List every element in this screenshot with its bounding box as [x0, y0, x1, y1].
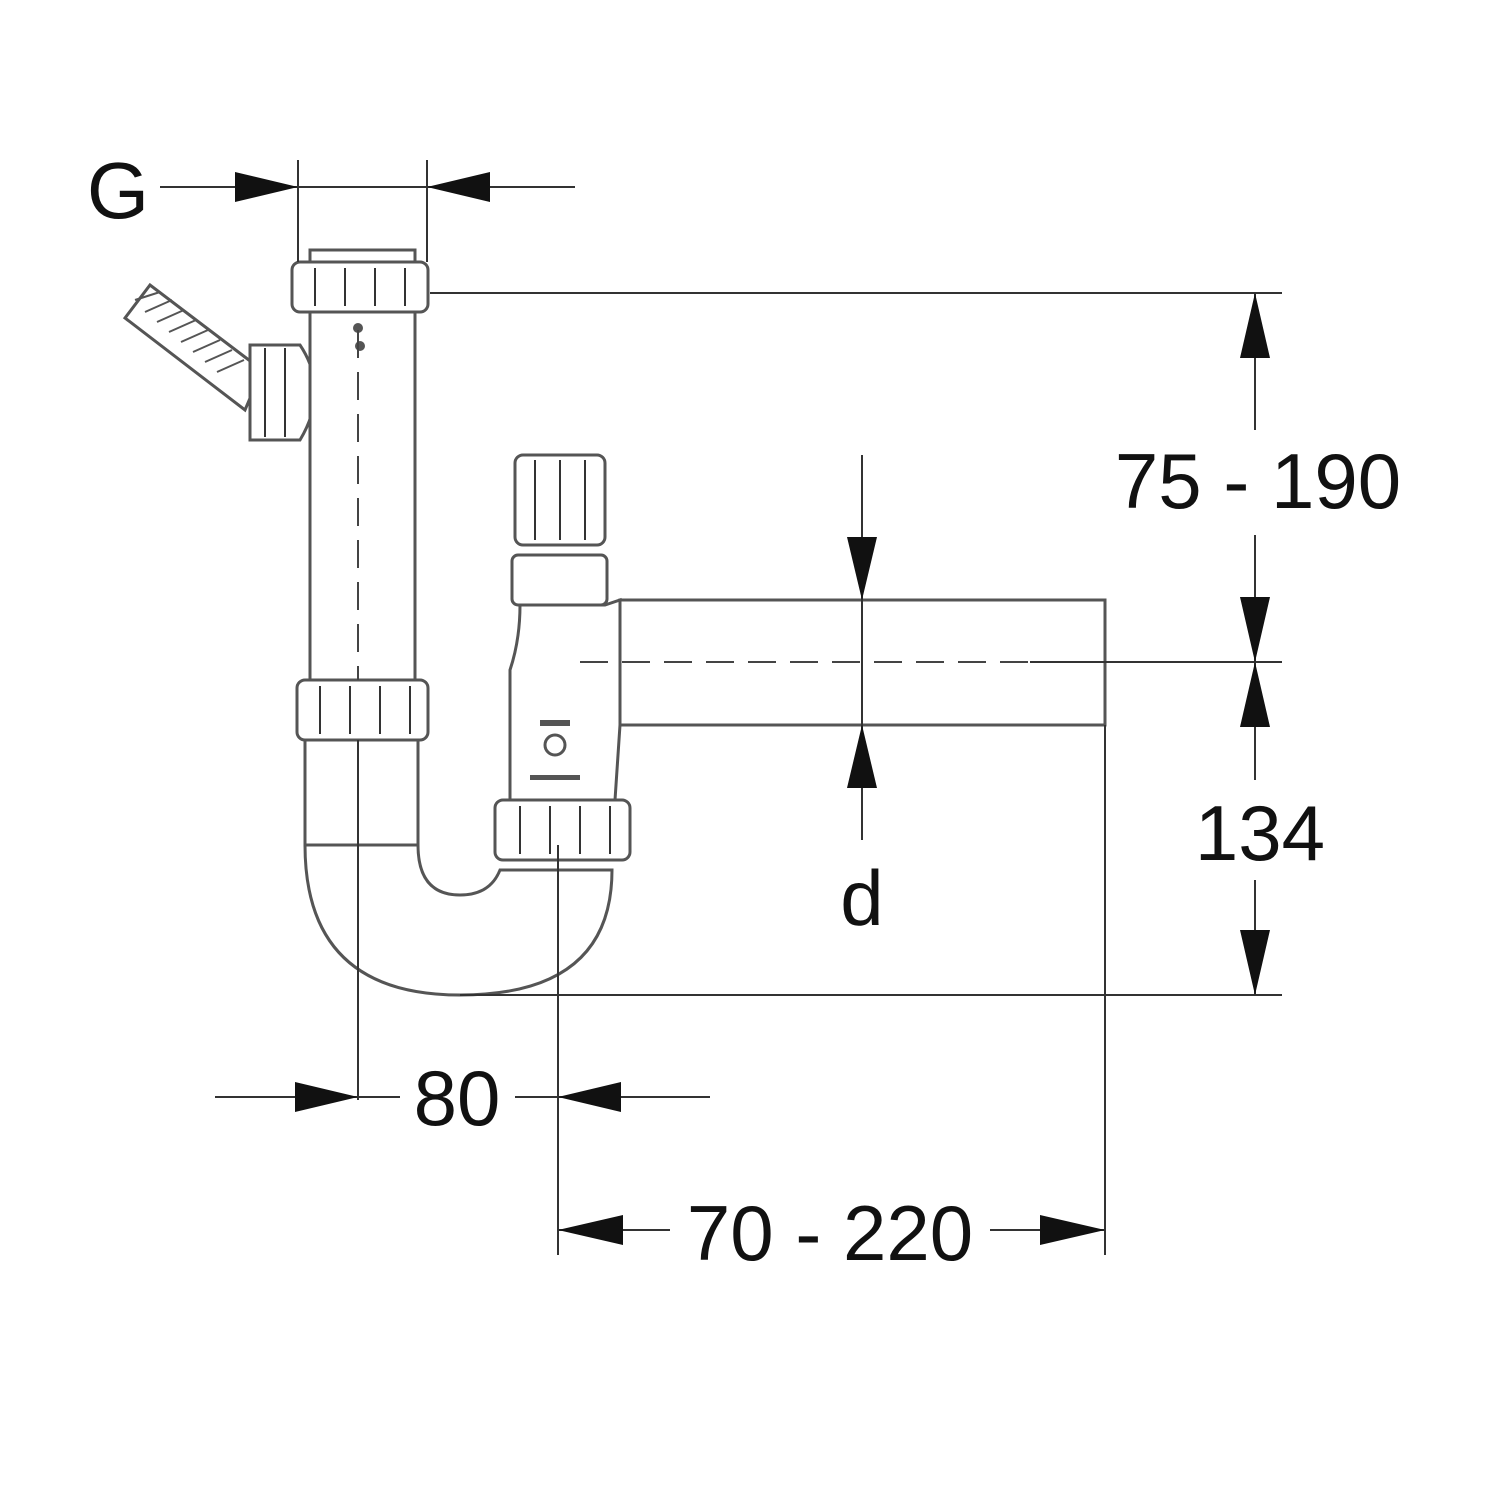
u-bend [303, 843, 614, 997]
g-dimension [160, 160, 575, 262]
spacing-dimension [215, 1082, 710, 1112]
label-height-range: 75 - 190 [1115, 437, 1401, 525]
right-body [493, 453, 632, 862]
label-length-range: 70 - 220 [687, 1189, 973, 1277]
diameter-dimension [847, 455, 877, 840]
hose-connector [122, 282, 317, 442]
label-outlet-height: 134 [1195, 789, 1325, 877]
length-dimension [558, 1215, 1105, 1245]
label-diameter: d [840, 854, 883, 942]
left-pipe [290, 248, 430, 847]
label-spacing: 80 [414, 1054, 501, 1142]
label-g: G [87, 146, 149, 235]
height-dimension [430, 292, 1282, 996]
